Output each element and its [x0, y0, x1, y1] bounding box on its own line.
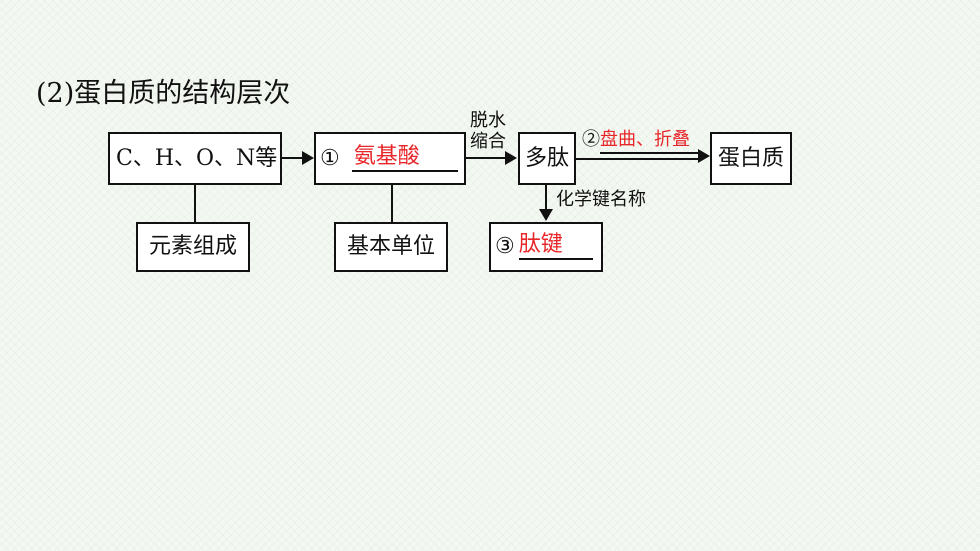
blank3-answer: 肽键: [518, 234, 593, 260]
elements-box: C、H、O、N等: [108, 132, 282, 185]
blank2-number: ②: [582, 129, 600, 150]
polypeptide-box: 多肽: [518, 132, 576, 185]
blank2-answer: 盘曲、折叠: [600, 129, 690, 150]
dehydration-line1: 脱水: [470, 110, 506, 131]
arrow-elements-to-amino-shaft: [282, 157, 304, 159]
dehydration-label: 脱水 缩合: [470, 110, 506, 152]
arrow-polypeptide-to-bond-shaft: [545, 185, 547, 211]
arrow-head-icon: [302, 151, 314, 165]
arrow-head-icon: [505, 151, 517, 165]
arrow-head-down-icon: [539, 209, 553, 221]
element-composition-text: 元素组成: [148, 234, 237, 259]
arrow-polypeptide-to-protein-shaft-top: [600, 152, 700, 154]
arrow-head-icon: [698, 149, 710, 163]
dehydration-line2: 缩合: [470, 130, 506, 152]
elements-text: C、H、O、N等: [116, 145, 278, 171]
amino-acid-box: ① 氨基酸: [314, 132, 466, 185]
protein-box: 蛋白质: [710, 132, 792, 185]
peptide-bond-box: ③ 肽键: [489, 222, 603, 272]
element-composition-box: 元素组成: [136, 222, 250, 272]
protein-text: 蛋白质: [717, 145, 784, 171]
connector-elements-to-composition: [194, 185, 196, 222]
polypeptide-text: 多肽: [524, 145, 569, 171]
arrow-amino-to-polypeptide-shaft: [466, 157, 506, 159]
arrow-polypeptide-to-protein-shaft-bottom: [576, 158, 700, 160]
folding-label: ②盘曲、折叠: [582, 129, 690, 151]
page-title: (2)蛋白质的结构层次: [36, 78, 291, 109]
blank1-number: ①: [320, 145, 340, 171]
blank3-number: ③: [495, 234, 515, 259]
chemical-bond-label: 化学键名称: [556, 189, 646, 210]
basic-unit-box: 基本单位: [334, 222, 448, 272]
blank1-answer: 氨基酸: [351, 145, 458, 172]
basic-unit-text: 基本单位: [346, 234, 435, 259]
connector-amino-to-basic-unit: [391, 185, 393, 222]
